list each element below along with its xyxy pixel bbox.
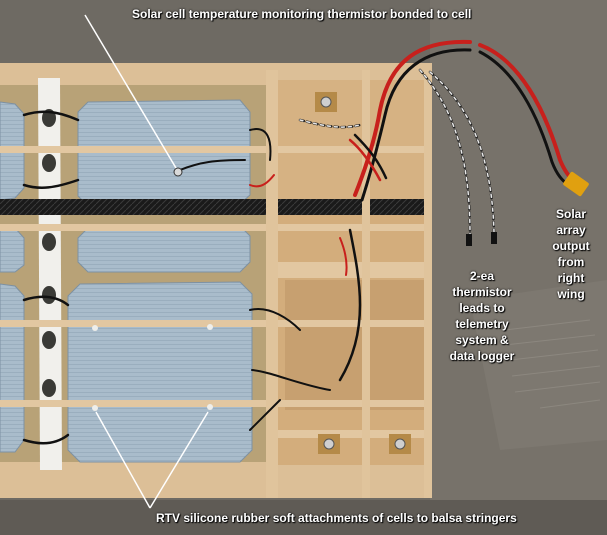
solar-cell: [77, 225, 251, 273]
carbon-spar: [0, 199, 432, 215]
leading-edge-strip: [0, 63, 432, 85]
wiring: [22, 39, 577, 445]
mounting-nuts: [315, 92, 411, 454]
connectors: [466, 171, 589, 246]
thermistor-annotation: Solar cell temperature monitoring thermi…: [132, 7, 472, 21]
solar-cell: [0, 283, 25, 453]
vertical-ribs: [266, 70, 432, 498]
trailing-edge-strip: [0, 462, 432, 498]
annotation-leader-lines: [84, 14, 209, 509]
solar-output-annotation: Solar array output from right wing: [552, 207, 590, 301]
rtv-annotation: RTV silicone rubber soft attachments of …: [156, 511, 517, 525]
plywood-panel: [277, 80, 427, 200]
solar-cell: [67, 281, 253, 463]
thermistor-sensor: [173, 167, 183, 177]
handwritten-notes: [470, 280, 607, 450]
balsa-stringers: [0, 146, 430, 438]
solar-cell: [0, 227, 25, 273]
rtv-dabs: [92, 324, 213, 411]
white-rib: [38, 78, 62, 470]
thermistor-leads-annotation: 2-ea thermistor leads to telemetry syste…: [449, 269, 515, 363]
